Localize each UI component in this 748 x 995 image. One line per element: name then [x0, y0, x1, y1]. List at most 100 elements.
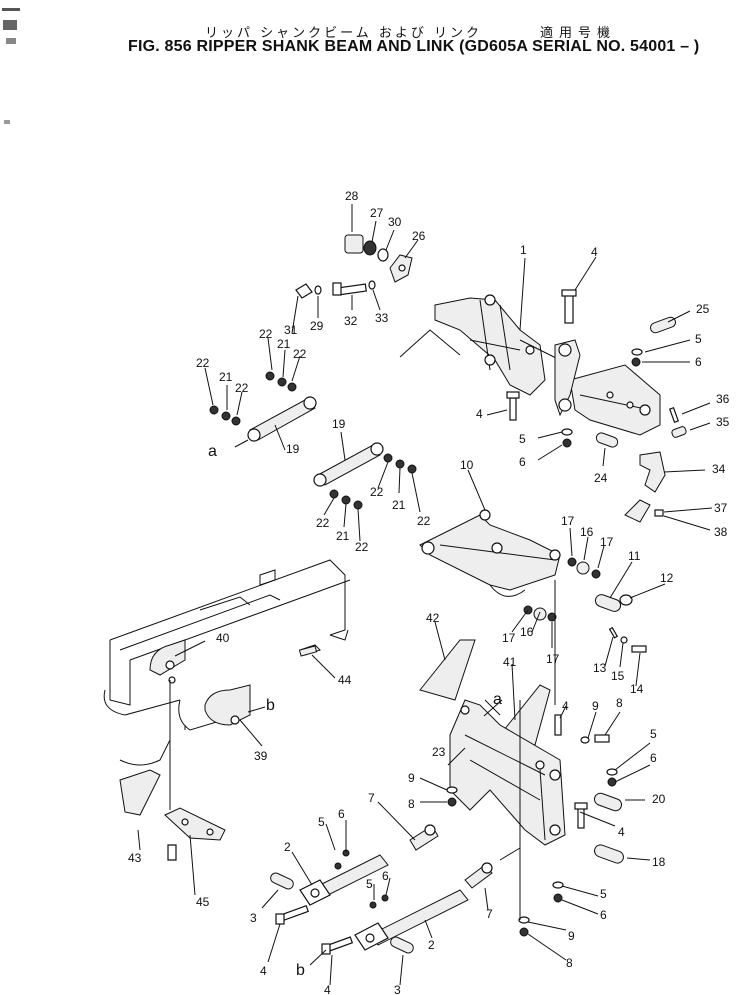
callout-5: 5 [519, 432, 526, 446]
washer-nut-mid [561, 428, 573, 448]
callout-38: 38 [714, 525, 728, 539]
callout-29: 29 [310, 319, 324, 333]
reference-letter-b: b [266, 697, 275, 714]
callout-22: 22 [417, 514, 431, 528]
callout-9: 9 [568, 929, 575, 943]
callout-42: 42 [426, 611, 440, 625]
callout-17: 17 [561, 514, 575, 528]
callout-8: 8 [616, 696, 623, 710]
part-37-38-clip [624, 499, 664, 523]
callout-32: 32 [344, 314, 358, 328]
callout-22: 22 [235, 381, 249, 395]
callout-7: 7 [486, 907, 493, 921]
part-28-27-30-26 [344, 234, 413, 283]
callout-21: 21 [392, 498, 406, 512]
callout-4: 4 [476, 407, 483, 421]
part-44-pin [298, 645, 318, 657]
callout-17: 17 [502, 631, 516, 645]
callout-22: 22 [316, 516, 330, 530]
callout-6: 6 [650, 751, 657, 765]
part-34-lever [639, 451, 666, 493]
callout-30: 30 [388, 215, 402, 229]
part-24-beam [569, 364, 661, 436]
part-42-plate [419, 639, 476, 701]
callout-34: 34 [712, 462, 726, 476]
callout-27: 27 [370, 206, 384, 220]
part-20-pin [593, 792, 623, 812]
callout-19: 19 [286, 442, 300, 456]
callout-2: 2 [284, 840, 291, 854]
part-4-bolt-lower-mid [321, 936, 354, 955]
callout-7: 7 [368, 791, 375, 805]
callout-40: 40 [216, 631, 230, 645]
callout-35: 35 [716, 415, 730, 429]
part-23-shank-bracket [449, 699, 566, 846]
callout-28: 28 [345, 189, 359, 203]
callout-22: 22 [355, 540, 369, 554]
callout-18: 18 [652, 855, 666, 869]
callout-33: 33 [375, 311, 389, 325]
callout-22: 22 [370, 485, 384, 499]
callout-37: 37 [714, 501, 728, 515]
callout-45: 45 [196, 895, 210, 909]
callout-25: 25 [696, 302, 710, 316]
callout-44: 44 [338, 673, 352, 687]
callout-8: 8 [408, 797, 415, 811]
part-18-pin [594, 844, 624, 864]
nut-group-a [209, 371, 417, 510]
part-31-29-32-33 [295, 280, 376, 299]
callout-9: 9 [408, 771, 415, 785]
callout-4: 4 [260, 964, 267, 978]
washer-nut-upper-right [631, 348, 643, 367]
part-39-bracket [204, 684, 251, 726]
part-16-17-bushing-set-a [567, 557, 601, 579]
callout-22: 22 [293, 347, 307, 361]
japanese-applicability-note: 適用号機 [540, 26, 617, 41]
part-45-plate [164, 807, 226, 861]
callout-12: 12 [660, 571, 674, 585]
part-3-pin-lower [390, 936, 414, 954]
callout-43: 43 [128, 851, 142, 865]
callout-17: 17 [600, 535, 614, 549]
callout-24: 24 [594, 471, 608, 485]
part-24-pin [595, 432, 619, 448]
bolt-set-mid-right [554, 714, 618, 787]
callout-17: 17 [546, 652, 560, 666]
callout-8: 8 [566, 956, 573, 970]
callout-21: 21 [219, 370, 233, 384]
part-10-link-beam [419, 509, 561, 597]
callout-16: 16 [580, 525, 594, 539]
callout-22: 22 [259, 327, 273, 341]
callout-5: 5 [600, 887, 607, 901]
part-25-pin [649, 316, 677, 334]
callout-5: 5 [695, 332, 702, 346]
callout-4: 4 [618, 825, 625, 839]
part-2-cylinder-lower [354, 889, 469, 951]
part-7-rod-end-left [409, 824, 439, 851]
callout-13: 13 [593, 661, 607, 675]
callout-10: 10 [460, 458, 474, 472]
reference-letter-b: b [296, 962, 305, 979]
part-16-17-bushing-set-b [523, 605, 557, 622]
callout-41: 41 [503, 655, 517, 669]
part-19-rod-lower [313, 442, 384, 487]
callout-6: 6 [519, 455, 526, 469]
callout-21: 21 [277, 337, 291, 351]
part-3-pin-upper [270, 872, 294, 890]
callout-15: 15 [611, 669, 625, 683]
shank-link [554, 339, 581, 417]
callout-6: 6 [695, 355, 702, 369]
part-1-bracket [434, 294, 561, 396]
scan-noise [2, 8, 20, 124]
part-4-bolt-lower-left [275, 904, 310, 925]
callout-36: 36 [716, 392, 730, 406]
callout-6: 6 [338, 807, 345, 821]
callout-19: 19 [332, 417, 346, 431]
callout-23: 23 [432, 745, 446, 759]
callout-6: 6 [600, 908, 607, 922]
callout-31: 31 [284, 323, 298, 337]
